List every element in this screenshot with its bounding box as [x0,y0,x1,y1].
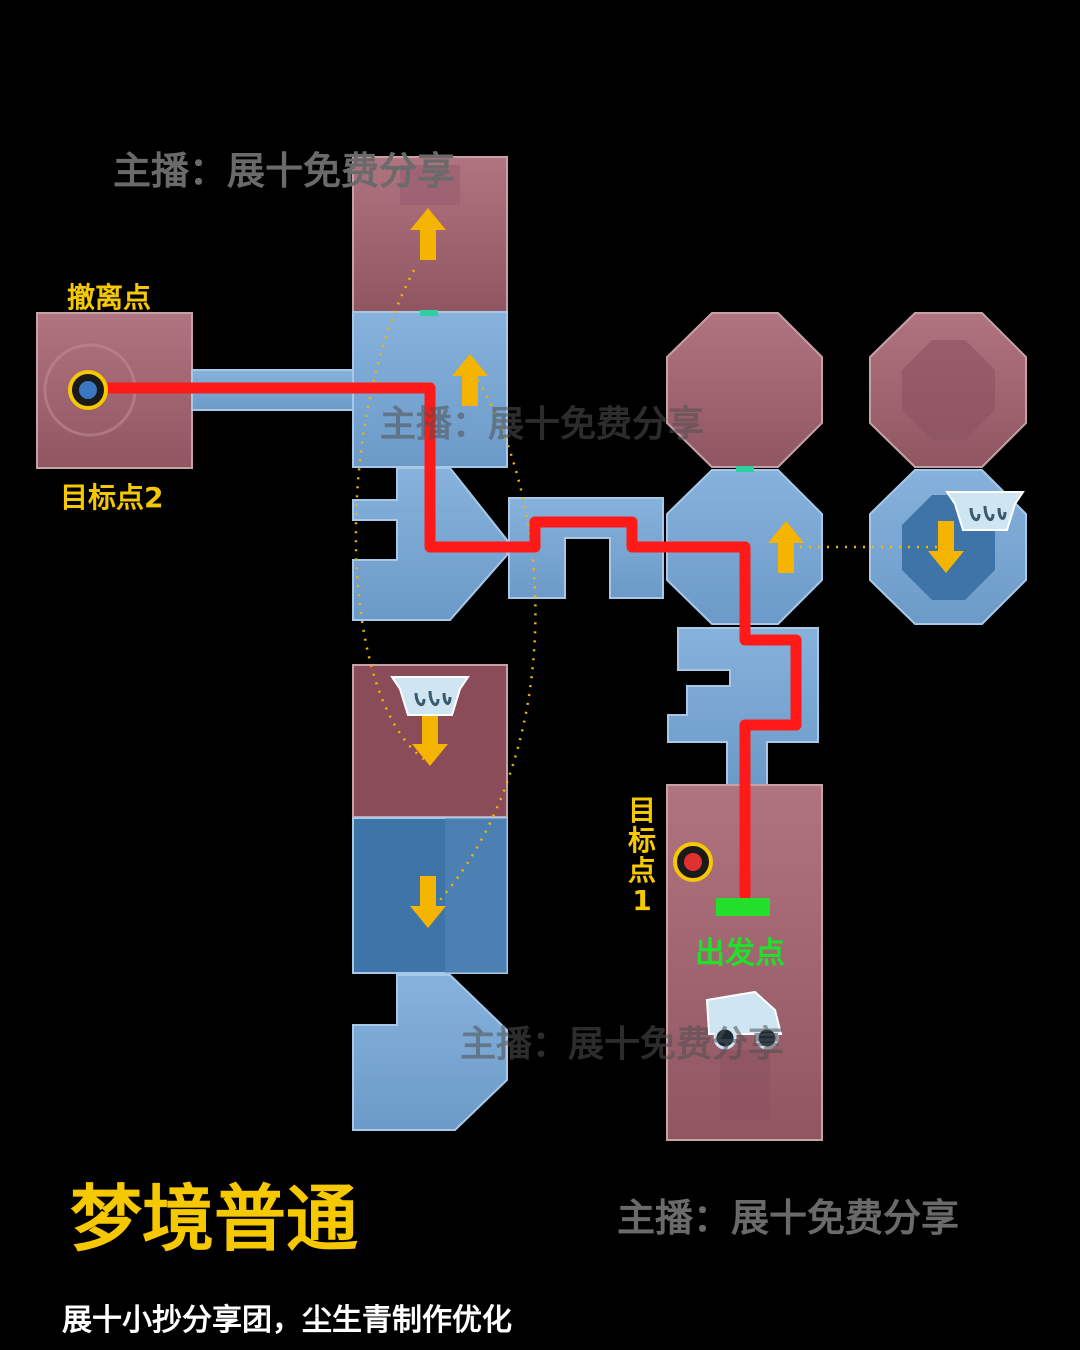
target-point-icon [673,842,713,882]
label-target1: 目 标 点 1 [627,794,656,917]
ghost-enemy-icon [390,676,470,716]
rooms [36,156,1027,1141]
extract-point-icon [68,370,108,410]
room-octagon-red-1 [666,312,823,468]
route-path [76,382,802,901]
watermark-bottom: 主播：展十免费分享 [617,1196,960,1240]
start-marker [716,898,770,916]
room-bottom-left [352,974,508,1131]
page-title: 梦境普通 [70,1177,359,1261]
watermark-mid: 主播：展十免费分享 [380,404,705,445]
watermark-top: 主播：展十免费分享 [113,149,456,193]
label-target2: 目标点2 [60,481,164,514]
label-extract: 撤离点 [67,281,152,314]
label-start: 出发点 [695,936,785,971]
ghost-enemy-icon [945,491,1025,531]
room-right-connector [667,627,819,786]
watermark-lower: 主播：展十免费分享 [460,1024,785,1065]
vehicle-icon [705,990,783,1050]
credit-line: 展十小抄分享团，尘生青制作优化 [62,1303,512,1338]
